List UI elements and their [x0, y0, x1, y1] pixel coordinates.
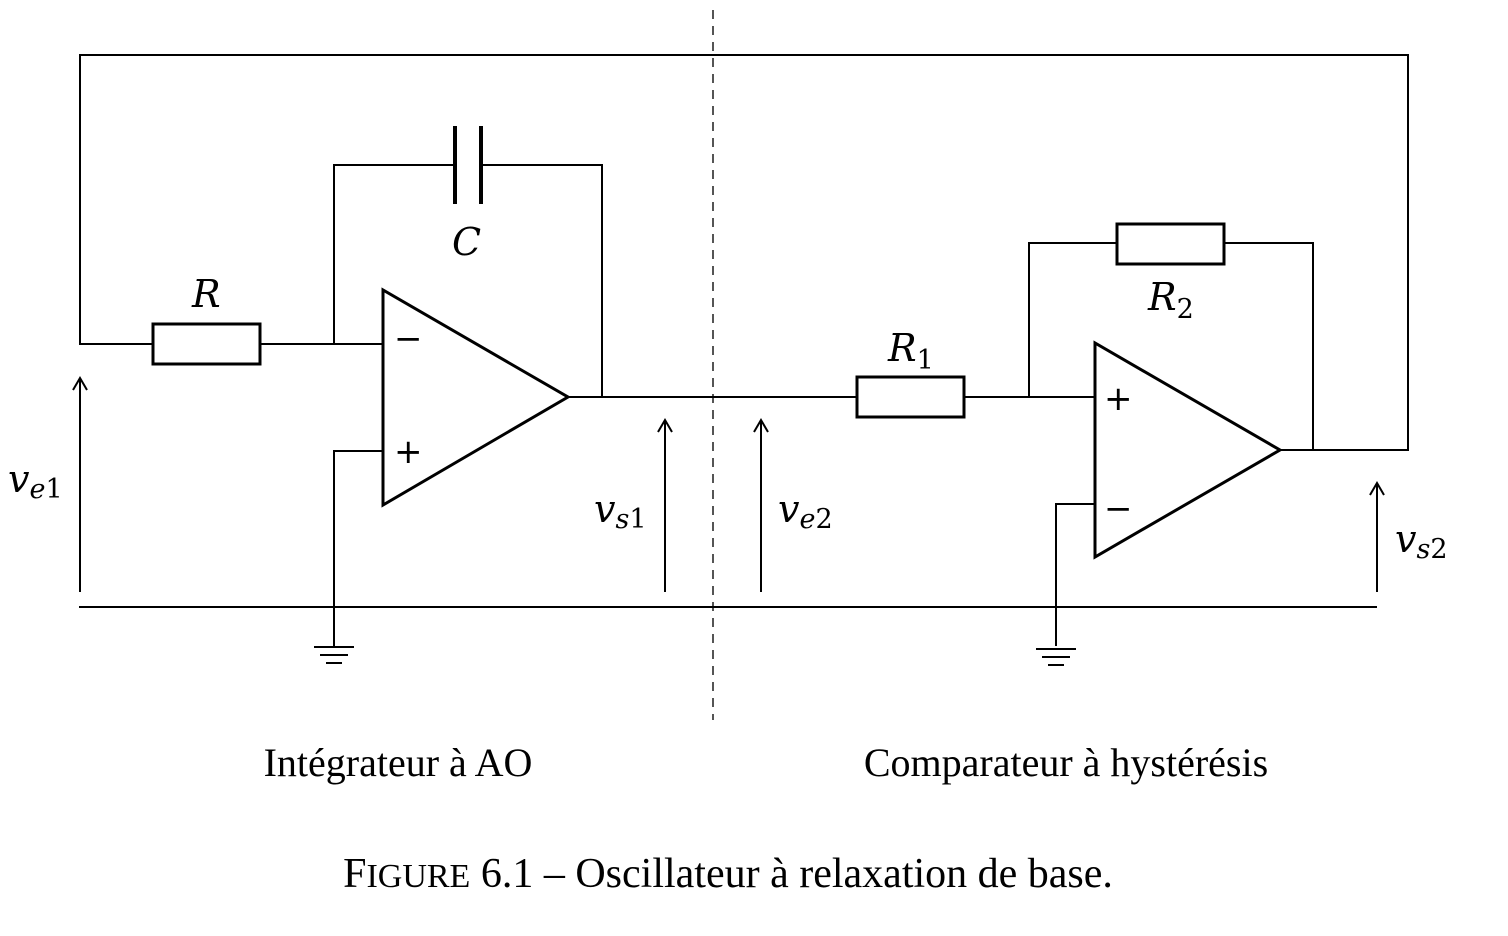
- figure-caption: FIGURE 6.1 – Oscillateur à relaxation de…: [343, 851, 1113, 897]
- label-r2: R2: [1147, 275, 1194, 325]
- opamp-integrator: [381, 287, 571, 508]
- section-title-integrator: Intégrateur à AO: [264, 740, 533, 785]
- opamp2-plus-sign: +: [1104, 379, 1133, 419]
- section-title-comparator: Comparateur à hystérésis: [864, 740, 1268, 785]
- ground-symbol-right: [1036, 648, 1076, 666]
- label-vs1: vs1: [594, 487, 647, 535]
- capacitor-right-wire: [480, 164, 603, 398]
- opamp1-plus-sign: +: [394, 432, 423, 472]
- feedback-loop-wire: [79, 54, 1409, 451]
- resistor-r2: [1115, 222, 1226, 266]
- arrow-vs1: [657, 418, 673, 592]
- resistor-r: [151, 322, 262, 366]
- opamp-comparator: [1093, 340, 1283, 560]
- label-c: C: [452, 220, 481, 264]
- capacitor-left-wire: [333, 164, 456, 345]
- arrow-vs2: [1369, 481, 1385, 592]
- label-r: R: [191, 272, 221, 316]
- label-ve2: ve2: [778, 487, 833, 535]
- opamp1-minus-sign: −: [394, 319, 423, 359]
- opamp1-ground-wire: [333, 450, 384, 646]
- r2-right-wire: [1223, 242, 1314, 451]
- label-ve1: ve1: [8, 457, 63, 505]
- arrow-ve2: [753, 418, 769, 592]
- ground-symbol-left: [314, 646, 354, 664]
- opamp2-minus-sign: −: [1104, 489, 1133, 529]
- r2-left-wire: [1028, 242, 1118, 398]
- resistor-r1: [855, 375, 966, 419]
- label-r1: R1: [887, 326, 934, 376]
- label-vs2: vs2: [1395, 517, 1448, 565]
- arrow-ve1: [72, 376, 88, 592]
- opamp2-ground-wire: [1055, 503, 1096, 646]
